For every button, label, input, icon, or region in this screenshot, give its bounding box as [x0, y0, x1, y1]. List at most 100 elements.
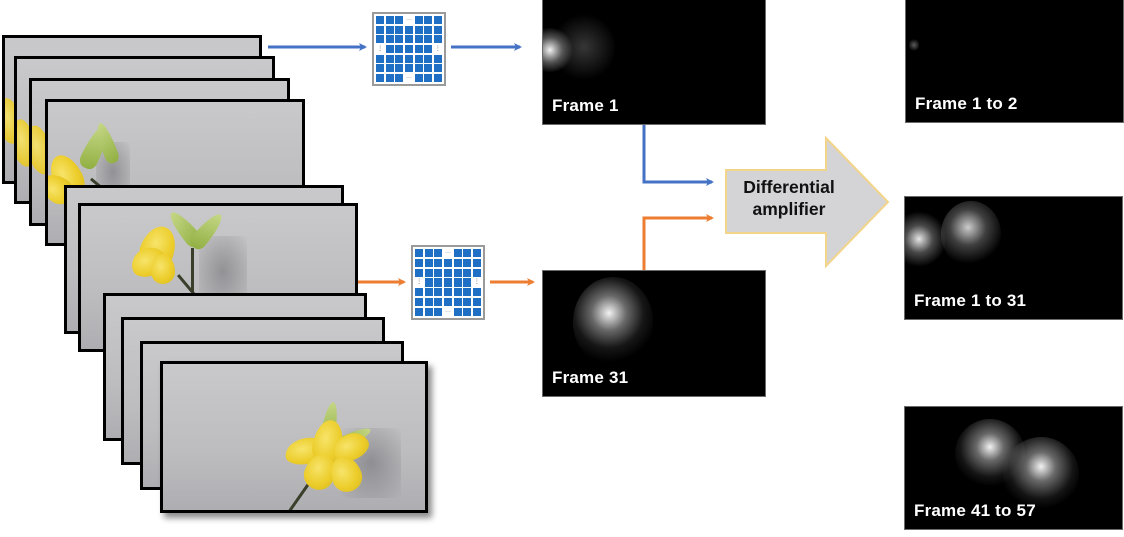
- matrix-grid-icon: ··· ⋮ ⋮ ···: [411, 245, 485, 320]
- matrix-cell: [415, 268, 424, 277]
- matrix-cell: [434, 307, 443, 316]
- matrix-cell: [453, 297, 462, 307]
- matrix-cell: [472, 249, 481, 258]
- matrix-cell: [434, 268, 443, 277]
- matrix-cell: [376, 35, 385, 44]
- matrix-cell: [463, 307, 472, 316]
- matrix-cell: [463, 288, 472, 297]
- matrix-cell: [424, 35, 433, 44]
- processed-frame-31: Frame 31: [542, 270, 766, 397]
- matrix-cell: [395, 64, 404, 73]
- matrix-cell: [424, 288, 433, 297]
- matrix-cell: [453, 258, 462, 268]
- matrix-cell: [414, 44, 423, 54]
- matrix-cell: [414, 16, 423, 25]
- matrix-cell: [415, 249, 424, 258]
- matrix-cell: [424, 249, 433, 258]
- frame-caption: Frame 1: [552, 96, 619, 115]
- matrix-cell: [424, 258, 433, 268]
- matrix-cell: [472, 258, 481, 268]
- matrix-cell: [414, 35, 423, 44]
- matrix-cell: [443, 288, 453, 297]
- matrix-cell: [424, 54, 433, 63]
- matrix-cell: [472, 297, 481, 307]
- matrix-cell: [385, 16, 394, 25]
- matrix-cell: [404, 25, 414, 34]
- matrix-cell: [414, 64, 423, 73]
- ellipsis-cell: ⋮: [376, 44, 385, 54]
- matrix-cell: [414, 73, 423, 82]
- matrix-cell: [433, 35, 442, 44]
- amplifier-line-2: amplifier: [752, 199, 826, 219]
- output-frame-1-to-31: Frame 1 to 31: [904, 196, 1123, 320]
- matrix-cell: [424, 73, 433, 82]
- matrix-cell: [395, 44, 404, 54]
- matrix-cell: [376, 25, 385, 34]
- matrix-cell: [424, 16, 433, 25]
- matrix-cell: [376, 73, 385, 82]
- matrix-cell: [434, 249, 443, 258]
- arrow-blue-to-amplifier: [642, 125, 714, 186]
- matrix-cell: [424, 25, 433, 34]
- matrix-cell: [434, 258, 443, 268]
- frame-caption: Frame 31: [552, 368, 629, 387]
- matrix-cell: [376, 16, 385, 25]
- matrix-cell: [376, 54, 385, 63]
- differential-amplifier-label: Differential amplifier: [728, 176, 850, 220]
- matrix-cell: [395, 35, 404, 44]
- matrix-cell: [433, 16, 442, 25]
- ellipsis-cell: ···: [404, 73, 414, 82]
- matrix-cell: [395, 73, 404, 82]
- matrix-cell: [385, 44, 394, 54]
- matrix-cell: [453, 288, 462, 297]
- matrix-cell: [463, 249, 472, 258]
- matrix-cell: [463, 268, 472, 277]
- matrix-cell: [404, 44, 414, 54]
- ellipsis-cell: ⋮: [433, 44, 442, 54]
- ellipsis-cell: ···: [443, 307, 453, 316]
- ellipsis-cell: ⋮: [415, 278, 424, 287]
- matrix-cell: [415, 307, 424, 316]
- matrix-cell: [463, 258, 472, 268]
- matrix-cell: [385, 25, 394, 34]
- matrix-cell: [415, 258, 424, 268]
- matrix-cell: [433, 25, 442, 34]
- matrix-cell: [453, 268, 462, 277]
- frame-caption: Frame 41 to 57: [914, 501, 1036, 520]
- matrix-cell: [434, 297, 443, 307]
- matrix-cell: [395, 54, 404, 63]
- ellipsis-cell: ···: [404, 16, 414, 25]
- amplifier-line-1: Differential: [743, 177, 835, 197]
- matrix-cell: [453, 278, 462, 287]
- ellipsis-cell: ···: [443, 249, 453, 258]
- arrow-orange-to-amplifier: [642, 214, 714, 270]
- matrix-cell: [463, 278, 472, 287]
- matrix-cell: [463, 297, 472, 307]
- matrix-cell: [424, 268, 433, 277]
- matrix-cell: [443, 268, 453, 277]
- matrix-cell: [434, 288, 443, 297]
- matrix-cell: [434, 278, 443, 287]
- matrix-cell: [404, 35, 414, 44]
- matrix-grid-icon: ··· ⋮ ⋮ ···: [372, 12, 446, 86]
- matrix-cell: [395, 16, 404, 25]
- ellipsis-cell: ⋮: [472, 278, 481, 287]
- matrix-cell: [433, 64, 442, 73]
- matrix-cell: [424, 307, 433, 316]
- matrix-cell: [404, 64, 414, 73]
- matrix-cell: [424, 297, 433, 307]
- matrix-cell: [376, 64, 385, 73]
- matrix-cell: [424, 44, 433, 54]
- matrix-cell: [443, 258, 453, 268]
- processed-frame-1: Frame 1: [542, 0, 766, 125]
- matrix-cell: [415, 288, 424, 297]
- matrix-cell: [385, 64, 394, 73]
- frame-caption: Frame 1 to 31: [914, 291, 1027, 310]
- matrix-cell: [424, 64, 433, 73]
- matrix-cell: [433, 73, 442, 82]
- matrix-cell: [404, 54, 414, 63]
- matrix-cell: [414, 25, 423, 34]
- matrix-cell: [443, 297, 453, 307]
- matrix-cell: [414, 54, 423, 63]
